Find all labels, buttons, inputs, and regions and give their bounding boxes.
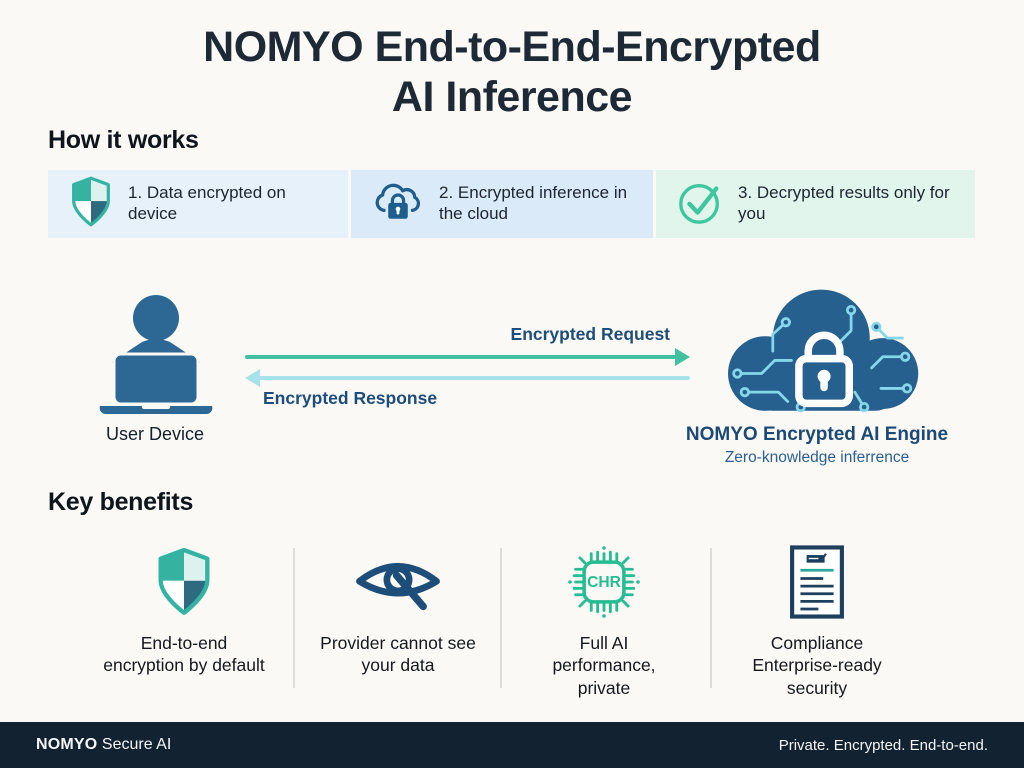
document-icon (728, 542, 906, 622)
step-label: 1. Data encrypted on device (128, 183, 286, 223)
step-decrypted-results: 3. Decrypted results only for you (656, 170, 975, 238)
benefit-label: Provider cannot see your data (320, 633, 476, 676)
footer-brand-suffix: Secure AI (97, 736, 172, 753)
benefit-full-performance: CHR Full AI performance, private (534, 542, 674, 699)
benefit-label: Full AI performance, private (552, 633, 656, 698)
benefit-label: End-to-end encryption by default (103, 633, 265, 676)
benefit-e2e-encryption: End-to-end encryption by default (100, 542, 268, 677)
step-data-encrypted: 1. Data encrypted on device (48, 170, 348, 238)
footer-tagline: Private. Encrypted. End-to-end. (778, 736, 988, 754)
benefit-provider-blind: Provider cannot see your data (312, 542, 484, 677)
footer-brand: NOMYO Secure AI (36, 736, 171, 754)
user-device-icon (94, 292, 218, 425)
page-title-line1: NOMYO End-to-End-Encrypted (203, 23, 821, 71)
encrypted-ai-engine-icon (712, 284, 938, 427)
check-circle-icon (676, 178, 724, 231)
benefit-compliance: Compliance Enterprise-ready security (728, 542, 906, 699)
benefits-divider (293, 548, 295, 688)
step-label: 3. Decrypted results only for you (738, 183, 950, 223)
chip-icon: CHR (534, 542, 674, 622)
shield-quartered-icon (100, 542, 268, 622)
benefits-divider (500, 548, 502, 688)
step-label: 2. Encrypted inference in the cloud (439, 183, 628, 223)
key-benefits-heading: Key benefits (48, 488, 194, 516)
chip-text: CHR (587, 574, 621, 591)
how-it-works-heading: How it works (48, 126, 199, 154)
footer-brand-name: NOMYO (36, 736, 98, 753)
benefit-label: Compliance Enterprise-ready security (752, 633, 882, 698)
encrypted-response-arrow (259, 376, 690, 380)
page-title: NOMYO End-to-End-Encrypted AI Inference (0, 22, 1024, 123)
encrypted-request-arrow (245, 355, 677, 359)
encrypted-request-arrowhead (675, 348, 690, 366)
engine-label: NOMYO Encrypted AI Engine (685, 424, 949, 445)
eye-slash-icon (312, 542, 484, 622)
step-encrypted-inference: 2. Encrypted inference in the cloud (351, 170, 653, 238)
user-device-label: User Device (105, 424, 205, 444)
cloud-lock-icon (371, 179, 425, 230)
encrypted-response-arrowhead (245, 369, 260, 387)
shield-quartered-icon (68, 176, 114, 233)
footer-bar: NOMYO Secure AI Private. Encrypted. End-… (0, 722, 1024, 768)
page-title-line2: AI Inference (391, 73, 633, 122)
engine-sublabel: Zero-knowledge inferrence (724, 449, 910, 466)
encrypted-response-label: Encrypted Response (263, 388, 438, 408)
encrypted-request-label: Encrypted Request (510, 324, 670, 344)
benefits-divider (710, 548, 712, 688)
